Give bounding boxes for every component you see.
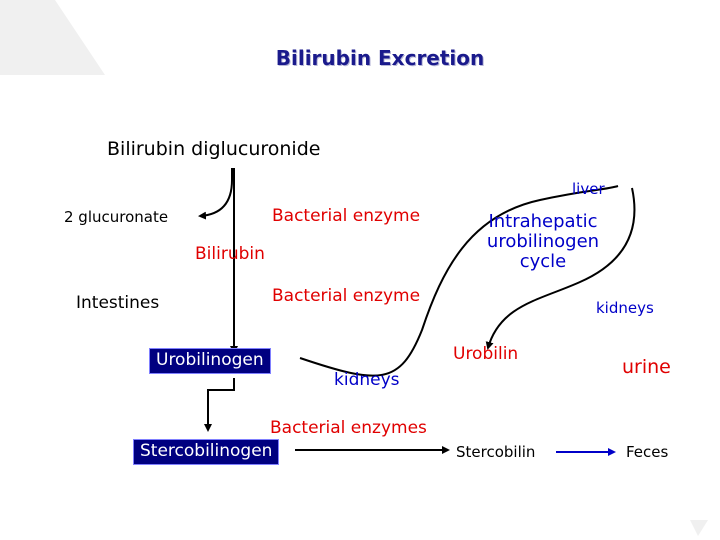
arrow-cycle-to-urobilin xyxy=(485,187,636,350)
corner-decoration-bottom-right xyxy=(690,520,708,536)
intrahepatic-line-2: urobilinogen xyxy=(486,231,600,253)
label-kidneys-left: kidneys xyxy=(334,370,400,390)
diagram-title: Bilirubin Excretion xyxy=(275,46,485,70)
intrahepatic-line-3: cycle xyxy=(519,251,567,273)
node-intrahepatic-cycle: Intrahepatic urobilinogen cycle xyxy=(478,211,608,273)
corner-decoration-top-left xyxy=(0,0,105,75)
node-stercobilin: Stercobilin xyxy=(456,443,536,461)
arrow-urobilinogen-to-stercobilinogen xyxy=(204,378,235,432)
label-intestines: Intestines xyxy=(76,293,160,313)
node-urobilinogen: Urobilinogen xyxy=(149,348,271,374)
arrow-urobilinogen-to-liver-curve xyxy=(299,185,619,377)
label-kidneys-right: kidneys xyxy=(596,299,654,317)
label-bacterial-enzyme-top: Bacterial enzyme xyxy=(272,206,421,226)
label-bacterial-enzymes-bottom: Bacterial enzymes xyxy=(270,418,427,438)
intrahepatic-line-1: Intrahepatic xyxy=(488,211,598,232)
label-bacterial-enzyme-mid: Bacterial enzyme xyxy=(272,286,421,306)
arrow-diglucuronide-to-glucuronate xyxy=(198,168,233,220)
node-bilirubin-diglucuronide: Bilirubin diglucuronide xyxy=(107,138,321,160)
node-bilirubin: Bilirubin xyxy=(195,244,265,264)
label-liver: liver xyxy=(572,180,605,198)
node-feces: Feces xyxy=(626,443,669,461)
node-glucuronate: 2 glucuronate xyxy=(64,208,169,226)
node-urobilin: Urobilin xyxy=(453,344,519,364)
node-urine: urine xyxy=(622,356,671,378)
node-stercobilinogen: Stercobilinogen xyxy=(133,439,280,465)
